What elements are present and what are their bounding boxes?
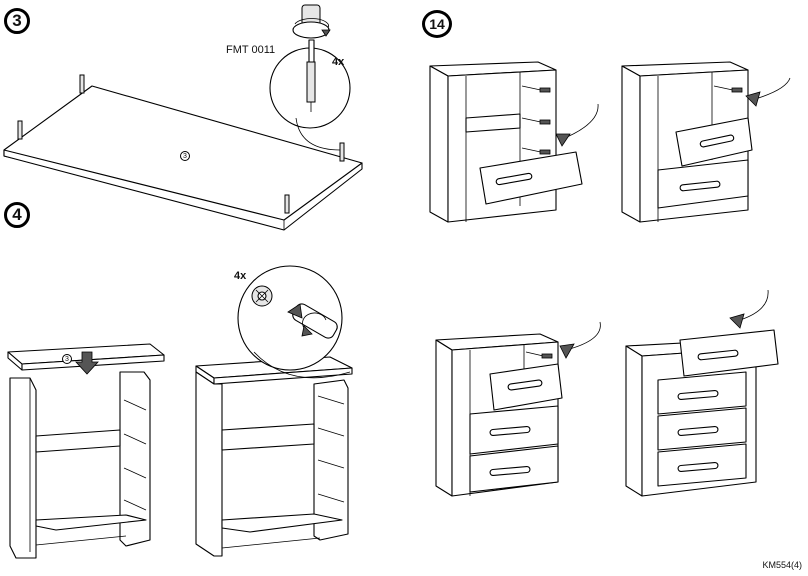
- part-code-label: FMT 0011: [226, 44, 276, 56]
- step3-quantity-label: 4x: [332, 56, 345, 68]
- step14-cabinet-d: [625, 289, 779, 497]
- step-3-number: 3: [12, 11, 22, 30]
- step4-part-ref-badge: 3: [62, 354, 72, 364]
- step-4-badge: 4: [4, 202, 30, 228]
- step-14-badge: 14: [422, 10, 452, 38]
- step14-cabinet-b: [621, 61, 791, 223]
- step4-detail-callout: [237, 265, 351, 379]
- step3-part-ref-badge: 3: [180, 151, 190, 161]
- step4-part-ref: 3: [65, 355, 69, 363]
- step-3-badge: 3: [4, 8, 30, 34]
- step14-cabinet-a: [429, 61, 599, 223]
- step4-carcass-assembled: [195, 356, 353, 557]
- step4-quantity-label: 4x: [234, 270, 247, 282]
- step14-cabinet-c: [435, 321, 601, 497]
- step4-carcass-left: [7, 343, 165, 559]
- step3-detail-callout: [269, 4, 351, 151]
- document-code: KM554(4): [762, 560, 802, 570]
- step3-dowels: [17, 74, 345, 214]
- step-4-number: 4: [12, 205, 22, 224]
- step-14-number: 14: [429, 16, 445, 32]
- step3-part-ref: 3: [183, 152, 187, 160]
